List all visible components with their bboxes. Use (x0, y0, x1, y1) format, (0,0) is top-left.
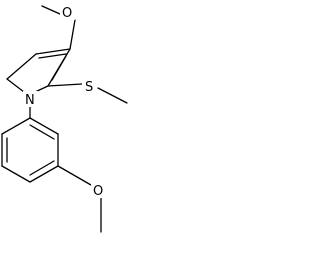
oxygen-top-label: O (62, 6, 72, 21)
benzene-ring (1, 117, 59, 183)
nitrogen-label: N (25, 93, 35, 108)
oxygen-top-mask (60, 4, 75, 20)
ring-bond-c3-c4 (35, 48, 71, 55)
bottom-methoxy-group (57, 165, 102, 233)
sulfur-label: S (85, 80, 93, 95)
benzene-bond-1-inner (29, 124, 55, 140)
nitrogen-mask (23, 91, 38, 107)
chemical-structure-diagram: O S N O (1, 4, 128, 233)
benzene-bond-3 (29, 165, 59, 183)
atom-labels: O S N O (23, 4, 106, 199)
top-methoxy-group (41, 5, 76, 50)
c2-s-bond (47, 83, 83, 87)
ring-bond-c4-c5 (6, 53, 37, 80)
ring-bond-c3-c4-inner (38, 53, 67, 59)
o-c3-bond (69, 19, 76, 50)
benzene-bond-6 (1, 117, 31, 135)
benzene-bond-4 (1, 165, 31, 183)
pyrrole-ring (6, 48, 71, 93)
oxygen-bottom-label: O (93, 184, 103, 199)
sulfur-mask (82, 78, 97, 94)
benzene-bond-3-inner (29, 160, 55, 176)
methylthio-group (47, 83, 128, 104)
ring-bond-c2-c3-inner (51, 55, 67, 81)
ring-bond-c5-n1 (6, 78, 25, 93)
benzene-bond-1 (29, 117, 59, 135)
oxygen-bottom-mask (91, 182, 106, 198)
s-methyl-bond (97, 87, 128, 104)
c-o-bond-bottom (57, 165, 92, 186)
methyl-o-bond-top (41, 5, 61, 15)
